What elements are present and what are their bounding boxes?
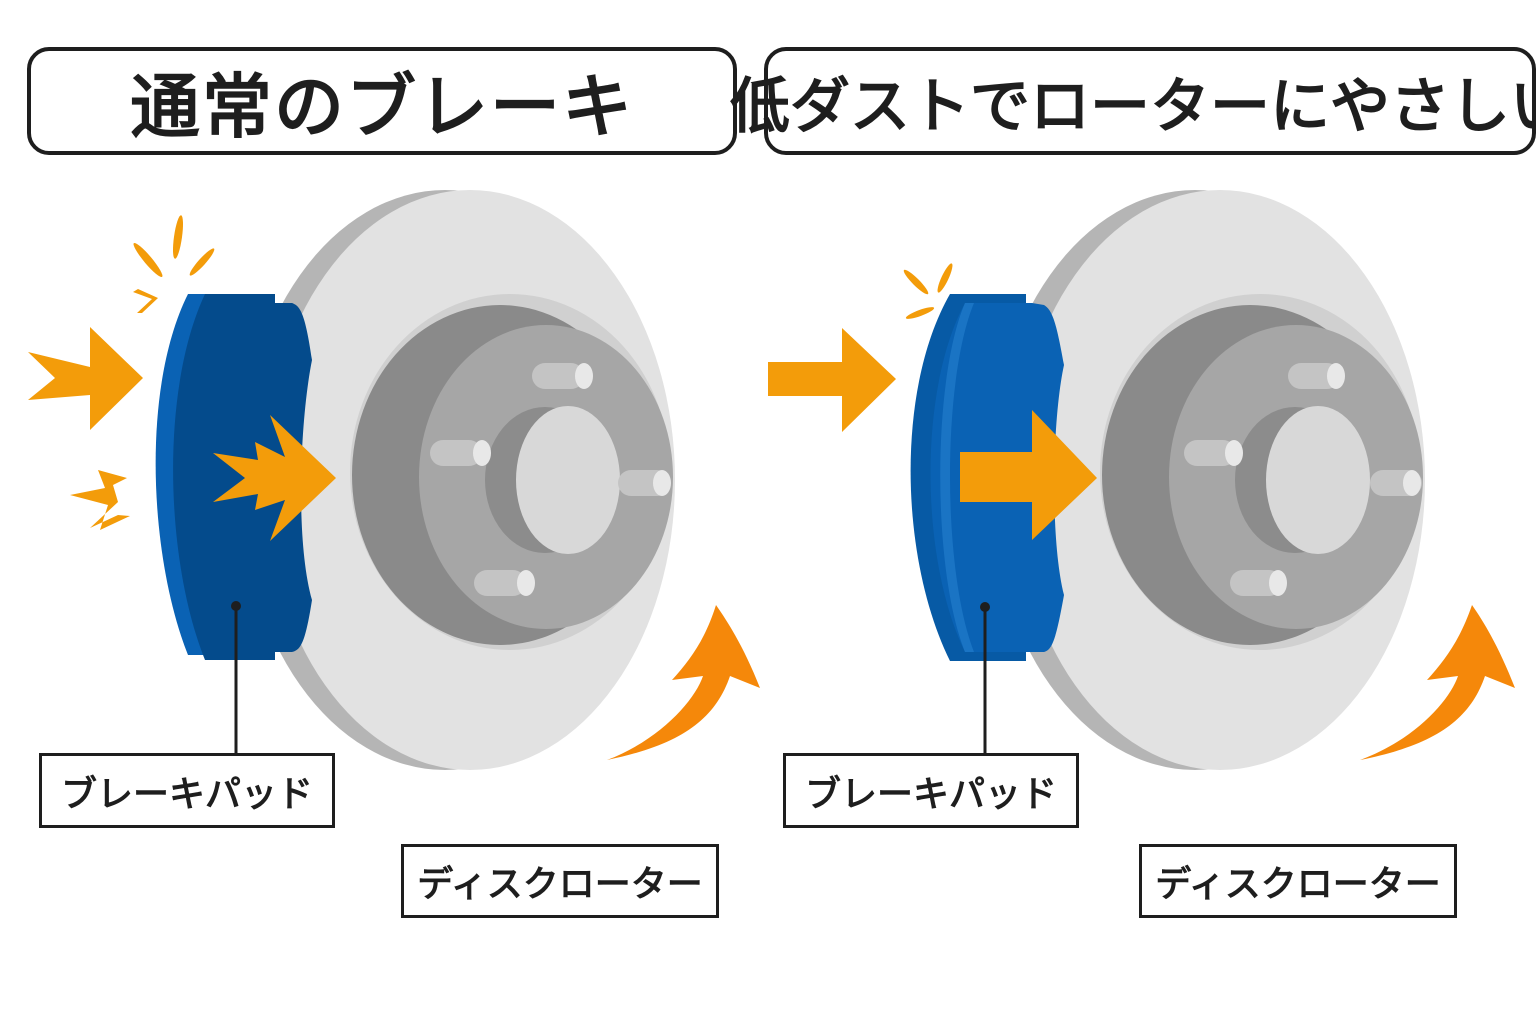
center-bore-face — [516, 406, 620, 554]
smooth-arrow-icon — [960, 410, 1097, 540]
wheel-stud — [618, 470, 671, 496]
wheel-stud — [474, 570, 535, 596]
center-bore-face — [1266, 406, 1370, 554]
impact-arrow-icon — [213, 415, 336, 541]
normal-brake-illustration — [28, 190, 760, 770]
wheel-stud — [1370, 470, 1422, 496]
wheel-stud — [532, 363, 593, 389]
low-dust-brake-illustration — [768, 190, 1515, 770]
push-arrow-icon — [28, 327, 143, 430]
spark-lines-icon — [133, 215, 215, 313]
push-arrow-icon — [768, 328, 896, 432]
panel-title: 通常のブレーキ — [27, 47, 737, 155]
disc-rotor — [990, 190, 1425, 770]
lightning-spark-icon — [70, 470, 130, 530]
wheel-stud — [1184, 440, 1243, 466]
disc-rotor-label: ディスクローター — [401, 844, 719, 918]
pad-leader-line — [980, 602, 990, 753]
rotation-arrow-icon — [607, 605, 760, 760]
brake-pad-label: ブレーキパッド — [39, 753, 335, 828]
spark-lines-icon — [903, 263, 953, 319]
wheel-stud — [1288, 363, 1345, 389]
wheel-stud — [430, 440, 491, 466]
wheel-stud — [1230, 570, 1287, 596]
disc-rotor-label: ディスクローター — [1139, 844, 1457, 918]
panel-title: 低ダストでローターにやさしい — [730, 47, 1536, 155]
brake-pad — [155, 294, 312, 660]
panel-normal-brake: 通常のブレーキ — [0, 0, 760, 1024]
disc-rotor — [240, 190, 675, 770]
panel-low-dust-brake: 低ダストでローターにやさしい — [730, 0, 1536, 1024]
brake-pad-label: ブレーキパッド — [783, 753, 1079, 828]
rotation-arrow-icon — [1360, 605, 1515, 760]
pad-leader-line — [231, 601, 241, 753]
